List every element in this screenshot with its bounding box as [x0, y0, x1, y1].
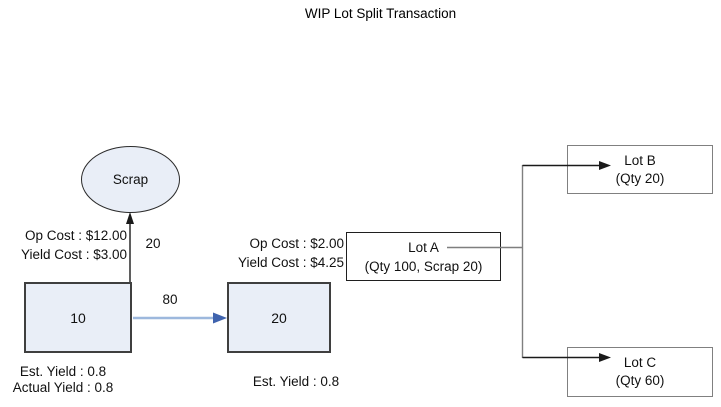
- op20-cost-annotation: Op Cost : $2.00 Yield Cost : $4.25: [200, 234, 344, 272]
- lot-a-qty: (Qty 100, Scrap 20): [364, 258, 483, 274]
- operation-20-node: 20: [227, 282, 331, 353]
- op10-op-cost: Op Cost : $12.00: [24, 228, 127, 243]
- operation-20-label: 20: [271, 309, 287, 326]
- op20-yield-cost: Yield Cost : $4.25: [237, 255, 344, 270]
- operation-10-node: 10: [24, 282, 132, 353]
- transfer-arrow-head: [213, 312, 227, 324]
- op20-op-cost: Op Cost : $2.00: [249, 236, 344, 251]
- lot-b-qty: (Qty 20): [615, 170, 665, 186]
- lot-c-qty: (Qty 60): [615, 373, 665, 388]
- op10-cost-annotation: Op Cost : $12.00 Yield Cost : $3.00: [0, 226, 127, 264]
- op20-yield-annotation: Est. Yield : 0.8: [233, 374, 359, 389]
- op10-est-yield: Est. Yield : 0.8: [19, 364, 107, 379]
- scrap-node: Scrap: [81, 146, 180, 213]
- scrap-arrow-head: [126, 212, 134, 224]
- operation-10-label: 10: [70, 309, 86, 326]
- op10-yield-annotation: Est. Yield : 0.8 Actual Yield : 0.8: [0, 364, 126, 395]
- transfer-qty-label: 80: [162, 292, 178, 307]
- scrap-qty-label: 20: [145, 236, 161, 251]
- lot-c-node: Lot C (Qty 60): [567, 347, 713, 397]
- lot-b-node: Lot B (Qty 20): [567, 145, 713, 194]
- lot-c-name: Lot C: [623, 355, 657, 370]
- lot-b-name: Lot B: [624, 152, 656, 168]
- scrap-node-label: Scrap: [112, 172, 149, 187]
- diagram-title: WIP Lot Split Transaction: [304, 6, 457, 21]
- lot-a-node: Lot A (Qty 100, Scrap 20): [346, 232, 501, 281]
- op10-actual-yield: Actual Yield : 0.8: [12, 379, 114, 395]
- op20-est-yield: Est. Yield : 0.8: [252, 374, 340, 389]
- lot-a-name: Lot A: [408, 239, 439, 255]
- op10-yield-cost: Yield Cost : $3.00: [20, 247, 127, 262]
